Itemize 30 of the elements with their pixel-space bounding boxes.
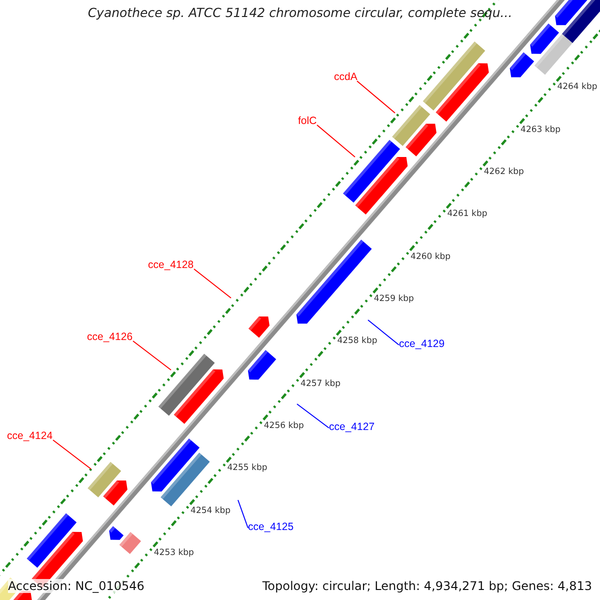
gene-label: folC [298,115,317,127]
position-tick-label: 4260 kbp [410,252,451,262]
position-tick-label: 4253 kbp [154,548,194,558]
position-tick-label: 4263 kbp [520,124,561,135]
gene-label: cce_4125 [248,521,294,533]
leader-line [132,340,172,370]
position-tick-label: 4262 kbp [484,167,524,178]
gene-label: cce_4129 [399,338,445,350]
topology-text: Topology: circular; Length: 4,934,271 bp; Genes: 4,813 [262,579,592,593]
map-title: Cyanothece sp. ATCC 51142 chromosome circular, complete sequ... [86,5,514,20]
leader-line [356,80,396,114]
gene-label: cce_4128 [148,259,194,271]
leader-line [368,320,400,346]
position-tick-label: 4258 kbp [337,336,378,346]
leader-line [194,268,232,298]
gene-label: cce_4126 [87,331,133,343]
leader-line [238,500,248,528]
position-tick-label: 4254 kbp [190,506,231,516]
gene-label: ccdA [334,71,358,83]
gene-label: cce_4127 [329,421,375,433]
position-tick-label: 4257 kbp [300,378,341,389]
position-tick-label: 4261 kbp [447,209,488,220]
position-tick-label: 4255 kbp [227,463,268,474]
position-tick-label: 4256 kbp [264,421,304,431]
leader-line [316,124,356,158]
leader-line [296,404,330,428]
position-tick-label: 4264 kbp [557,82,598,92]
position-tick-label: 4259 kbp [374,294,414,304]
gene-label: cce_4124 [7,430,53,442]
leader-line [52,440,92,470]
